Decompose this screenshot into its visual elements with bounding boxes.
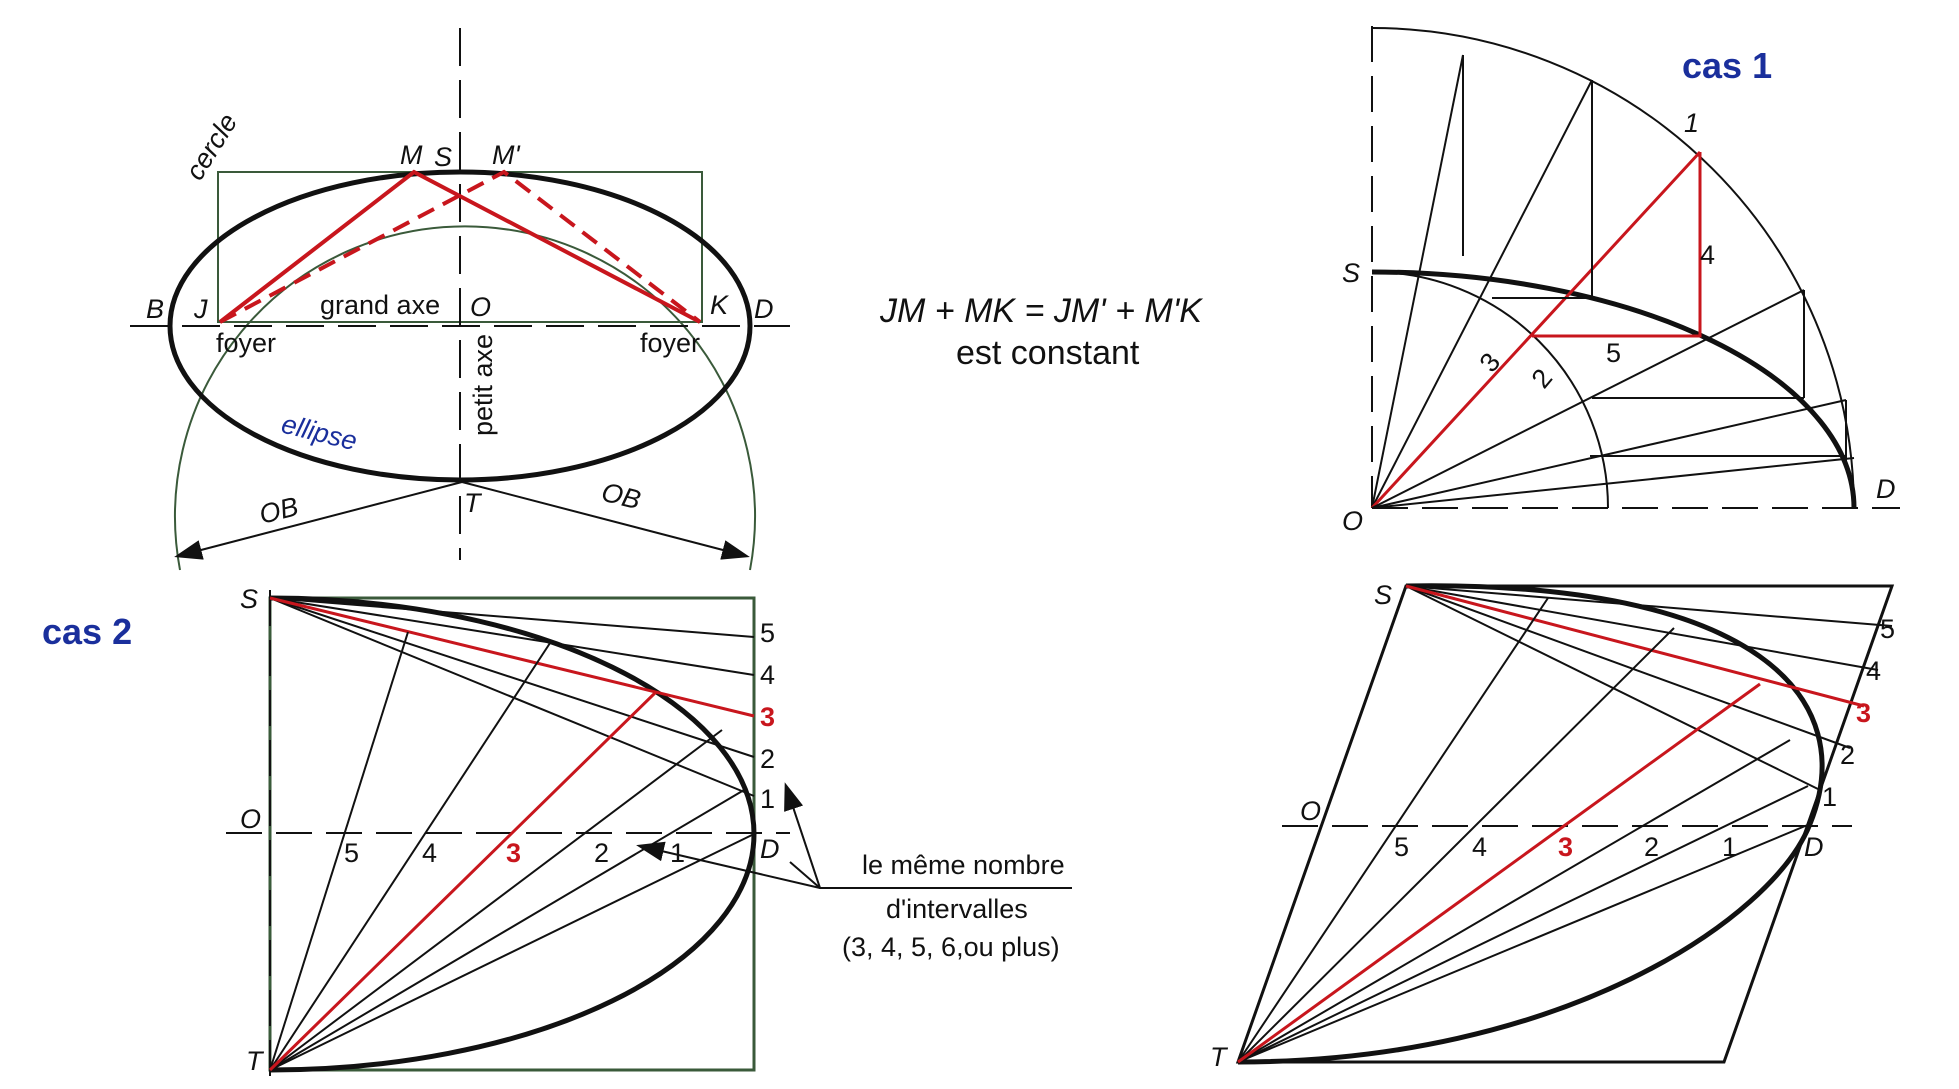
cas1-ray-b <box>1371 79 1593 509</box>
cas1-label-5: 5 <box>1606 338 1621 368</box>
formula-equation: JM + MK = JM' + M'K <box>879 292 1203 330</box>
distance-arrow-right <box>461 481 750 560</box>
label-J: J <box>193 294 208 324</box>
label-petit-axe: petit axe <box>468 334 498 436</box>
cas2-red-ray-S <box>269 596 755 718</box>
note-line3: (3, 4, 5, 6,ou plus) <box>842 932 1060 962</box>
cas2-right-4: 4 <box>760 660 775 690</box>
cas1-label-3: 3 <box>1474 347 1507 378</box>
oblique-red-ray-T <box>1237 682 1761 1064</box>
formula-constant: est constant <box>956 334 1140 372</box>
oblique-axis-4: 4 <box>1472 832 1487 862</box>
oblique-axis-1: 1 <box>1722 832 1737 862</box>
label-D-top: D <box>754 294 774 324</box>
cas1-ray-a <box>1371 54 1464 509</box>
label-S-top: S <box>434 142 452 172</box>
oblique-construction <box>1235 583 1895 1065</box>
label-OB-right: OB <box>599 477 644 516</box>
label-M: M <box>400 140 423 170</box>
note-line2: d'intervalles <box>886 894 1028 924</box>
focal-path-M-prime <box>219 169 702 324</box>
cas1-ray-e <box>1371 399 1847 509</box>
oblique-label-T: T <box>1210 1042 1229 1072</box>
cas1-label-S: S <box>1342 258 1360 288</box>
cas2-right-2: 2 <box>760 744 775 774</box>
cas2-right-5: 5 <box>760 618 775 648</box>
cas2-axis-4: 4 <box>422 838 437 868</box>
cas2-title: cas 2 <box>42 611 132 652</box>
cas2-red-ray-T <box>268 690 658 1072</box>
cas2-construction <box>226 590 1072 1080</box>
oblique-label-D: D <box>1804 832 1824 862</box>
cas1-outer-arc <box>1371 27 1855 509</box>
cas1-label-2: 2 <box>1526 363 1559 394</box>
cas2-label-D: D <box>760 834 780 864</box>
oblique-right-4: 4 <box>1866 656 1881 686</box>
cas1-ray-f <box>1371 457 1855 509</box>
cas1-ellipse-quarter <box>1371 269 1857 509</box>
focal-path-M <box>218 169 701 324</box>
label-foyer-left: foyer <box>216 328 276 358</box>
label-O-top: O <box>470 292 491 322</box>
oblique-right-3: 3 <box>1856 698 1871 728</box>
cas1-label-1: 1 <box>1684 108 1699 138</box>
label-B: B <box>146 294 164 324</box>
ellipse-construction <box>130 28 790 571</box>
label-M-prime: M' <box>492 140 520 170</box>
oblique-half-ellipse <box>1237 583 1825 1065</box>
label-OB-left: OB <box>256 491 301 530</box>
oblique-label-O: O <box>1300 796 1321 826</box>
oblique-parallelogram <box>1235 584 1895 1064</box>
cas2-label-T: T <box>246 1046 265 1076</box>
oblique-red-ray-S <box>1405 584 1865 708</box>
oblique-axis-ST <box>1237 585 1407 1063</box>
cas2-right-1: 1 <box>760 784 775 814</box>
note-line1: le même nombre <box>862 850 1065 880</box>
cas2-label-O: O <box>240 804 261 834</box>
oblique-axis-3: 3 <box>1558 832 1573 862</box>
label-cercle: cercle <box>180 108 244 185</box>
label-grand-axe: grand axe <box>320 290 440 320</box>
oblique-right-2: 2 <box>1840 740 1855 770</box>
cas1-title: cas 1 <box>1682 45 1772 86</box>
label-T-top: T <box>464 488 483 518</box>
oblique-right-5: 5 <box>1880 614 1895 644</box>
cas1-label-O: O <box>1342 506 1363 536</box>
cas2-axis-1: 1 <box>670 838 685 868</box>
cas1-label-D: D <box>1876 474 1896 504</box>
cas1-ray-d <box>1371 289 1805 509</box>
construction-circle <box>174 225 756 571</box>
cas2-label-S: S <box>240 584 258 614</box>
oblique-right-1: 1 <box>1822 782 1837 812</box>
cas1-inner-arc <box>1371 271 1609 509</box>
cas1-red-step <box>1532 152 1702 338</box>
cas2-axis-3: 3 <box>506 838 521 868</box>
ellipse-curve <box>167 169 753 483</box>
distance-arrow-left <box>174 481 463 560</box>
oblique-axis-5: 5 <box>1394 832 1409 862</box>
cas1-ray-c <box>1370 150 1702 510</box>
cas1-construction <box>1370 26 1900 510</box>
cas1-label-4: 4 <box>1700 240 1715 270</box>
cas2-axis-2: 2 <box>594 838 609 868</box>
label-foyer-right: foyer <box>640 328 700 358</box>
label-K: K <box>710 290 729 320</box>
cas2-axis-5: 5 <box>344 838 359 868</box>
oblique-label-S: S <box>1374 580 1392 610</box>
oblique-axis-2: 2 <box>1644 832 1659 862</box>
cas2-right-3: 3 <box>760 702 775 732</box>
